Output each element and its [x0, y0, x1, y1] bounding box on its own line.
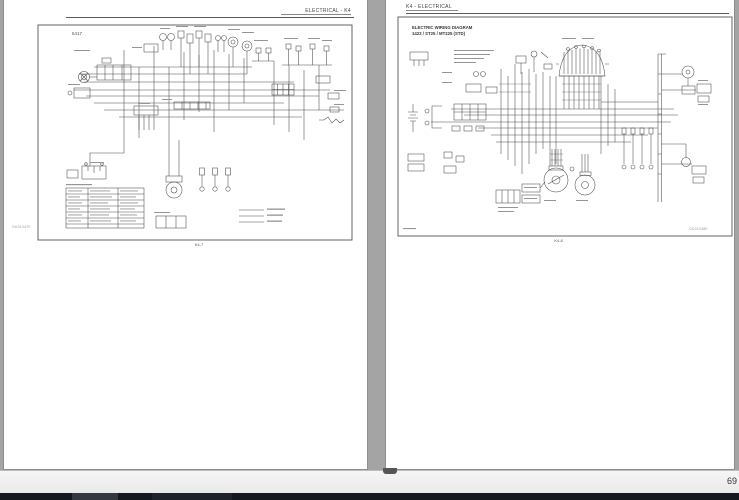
- document-page-left[interactable]: ELECTRICAL - K4 5417: [3, 0, 368, 470]
- right-diagram-title-1: ELECTRIC WIRING DIAGRAM: [412, 25, 473, 30]
- right-header-rule: [406, 13, 729, 14]
- left-header-rule: [66, 17, 354, 18]
- taskbar-item[interactable]: [72, 493, 118, 500]
- navigation-toolbar: [0, 470, 739, 493]
- right-diagram-linework: [407, 44, 712, 204]
- left-wiring-diagram-image: 5417: [37, 24, 353, 241]
- left-diagram-label-marks: [66, 26, 346, 222]
- right-page-footer: K4-8: [554, 238, 563, 243]
- document-page-right[interactable]: K4 - ELECTRICAL ELECTRIC WIRING DIAGRAM …: [385, 0, 735, 470]
- left-diagram-border: [37, 24, 353, 241]
- taskbar-item[interactable]: [152, 493, 232, 500]
- zoom-percent-value[interactable]: 69: [727, 476, 738, 486]
- right-header-underline: [406, 10, 458, 11]
- left-page-footer: K4-7: [194, 242, 204, 247]
- left-legend-table: [65, 187, 145, 229]
- right-doc-code: OU01048E: [689, 227, 708, 231]
- left-page-header: ELECTRICAL - K4: [305, 8, 351, 14]
- taskbar-strip: [0, 493, 739, 500]
- right-diagram-label-marks: [403, 38, 708, 230]
- right-diagram-title-2: 1423 / ST25 / MT225 (STD): [412, 31, 466, 36]
- left-doc-code: OU01047E: [12, 225, 31, 229]
- right-diagram-border: [397, 16, 733, 237]
- left-diagram-number: 5417: [72, 31, 83, 36]
- splitter-handle[interactable]: [383, 468, 397, 474]
- right-wiring-diagram-image: ELECTRIC WIRING DIAGRAM 1423 / ST25 / MT…: [397, 16, 733, 237]
- left-diagram-linework: [65, 30, 345, 229]
- right-page-header: K4 - ELECTRICAL: [406, 4, 452, 10]
- left-header-underline: [281, 14, 351, 15]
